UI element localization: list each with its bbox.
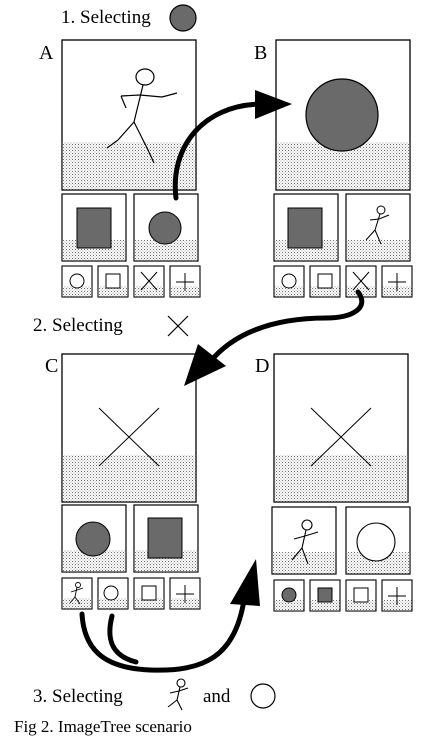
selected-stick-figure-icon bbox=[167, 678, 189, 711]
square-icon[interactable] bbox=[317, 587, 333, 603]
circle-icon[interactable] bbox=[281, 587, 297, 603]
panel-label-d: D bbox=[255, 355, 270, 377]
stick-figure-icon bbox=[106, 68, 178, 164]
square-icon[interactable] bbox=[105, 273, 121, 289]
square-icon bbox=[76, 207, 112, 249]
step-3-label: 3. Selecting bbox=[33, 686, 123, 707]
circle-icon[interactable] bbox=[103, 585, 119, 601]
panel-label-c: C bbox=[45, 355, 59, 377]
stick-figure-icon bbox=[365, 205, 390, 245]
panel-label-b: B bbox=[254, 42, 268, 64]
step-2-label: 2. Selecting bbox=[33, 315, 123, 336]
plus-icon[interactable] bbox=[388, 587, 406, 605]
circle-icon bbox=[356, 522, 396, 562]
x-icon bbox=[310, 407, 372, 467]
square-icon[interactable] bbox=[141, 585, 157, 601]
panel-d bbox=[271, 353, 413, 612]
figure-caption: Fig 2. ImageTree scenario bbox=[14, 717, 192, 736]
panel-b bbox=[273, 39, 413, 298]
circle-icon bbox=[75, 521, 111, 557]
panel-a bbox=[61, 39, 201, 298]
palette-b[interactable] bbox=[273, 265, 413, 298]
plus-icon[interactable] bbox=[176, 585, 194, 603]
selected-circle-icon bbox=[250, 683, 276, 709]
step-1-label: 1. Selecting bbox=[61, 7, 151, 28]
palette-a[interactable] bbox=[61, 265, 201, 298]
square-icon[interactable] bbox=[353, 587, 369, 603]
x-icon bbox=[98, 407, 160, 467]
selected-circle-icon bbox=[169, 4, 197, 32]
x-icon[interactable] bbox=[140, 271, 158, 291]
palette-c[interactable] bbox=[61, 577, 201, 610]
plus-icon[interactable] bbox=[388, 273, 406, 291]
circle-icon[interactable] bbox=[281, 273, 297, 289]
arrow-a-to-b bbox=[172, 90, 292, 201]
panel-label-a: A bbox=[39, 42, 54, 64]
step-3-and: and bbox=[203, 686, 231, 707]
x-icon[interactable] bbox=[352, 271, 370, 291]
square-icon bbox=[287, 207, 323, 249]
selected-x-icon bbox=[167, 315, 189, 337]
panel-c bbox=[61, 353, 201, 610]
plus-icon[interactable] bbox=[176, 273, 194, 291]
square-icon[interactable] bbox=[317, 273, 333, 289]
arrow-c-to-d bbox=[79, 559, 260, 673]
stick-figure-icon bbox=[291, 519, 319, 565]
stick-figure-icon[interactable] bbox=[69, 582, 84, 605]
circle-icon bbox=[305, 78, 379, 152]
palette-d[interactable] bbox=[273, 579, 413, 612]
circle-icon[interactable] bbox=[69, 273, 85, 289]
circle-icon bbox=[148, 211, 182, 245]
square-icon bbox=[147, 517, 183, 559]
arrow-b-to-c bbox=[184, 289, 365, 386]
